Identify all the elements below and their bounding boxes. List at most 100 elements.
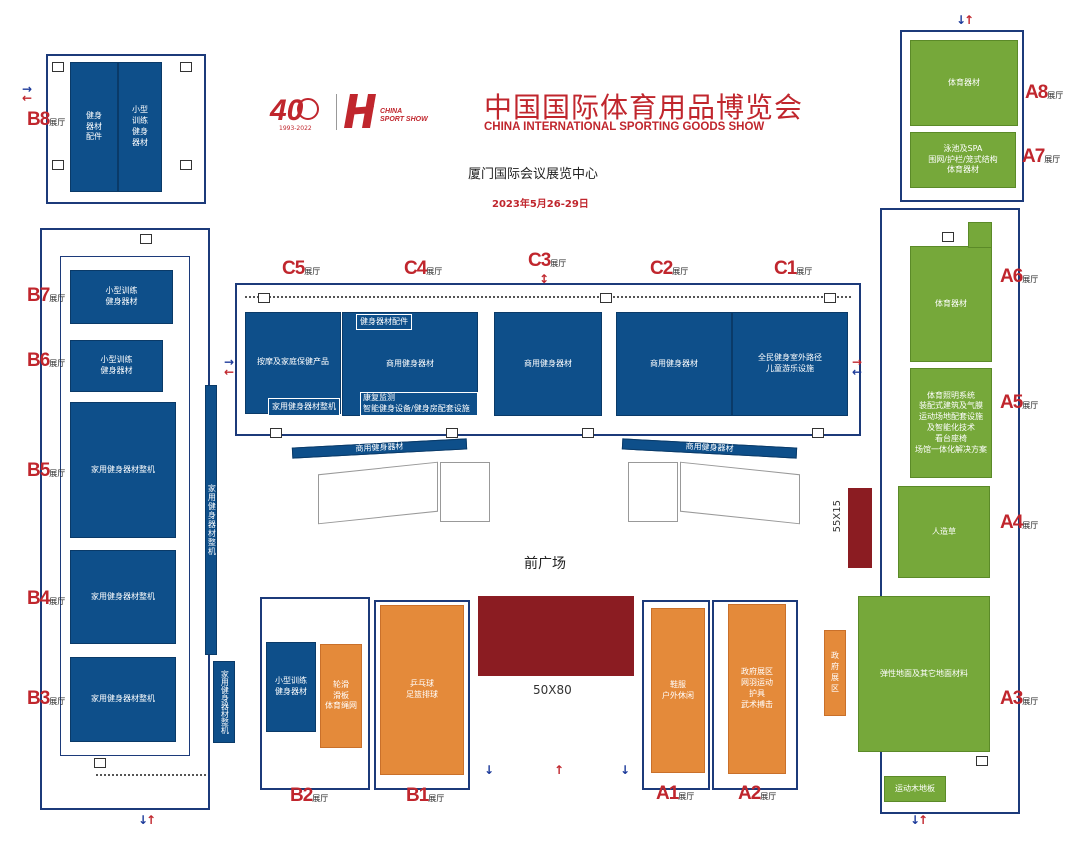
- c3-zone[interactable]: 商用健身器材: [494, 312, 602, 416]
- elevator-icon: [140, 234, 152, 244]
- hall-label-a1[interactable]: A1展厅: [656, 783, 695, 804]
- b5-zone[interactable]: 家用健身器材整机: [70, 402, 176, 538]
- entrance-arrow-b8-in: →: [22, 82, 33, 96]
- c5-home-equipment-zone[interactable]: 家用健身器材整机: [268, 398, 340, 416]
- b-corridor-low-label: 家用健身器材整机: [220, 670, 230, 734]
- b6-zone[interactable]: 小型训练 健身器材: [70, 340, 163, 392]
- elevator-icon: [180, 62, 192, 72]
- a-wing-outline: [880, 208, 1020, 814]
- entrance-arrow-a8-out: ↑: [964, 13, 975, 27]
- a3-wood-floor-zone[interactable]: 运动木地板: [884, 776, 946, 802]
- show-date: 2023年5月26-29日: [492, 199, 589, 210]
- a6-zone[interactable]: 体育器材: [910, 246, 992, 362]
- b2-skating-zone[interactable]: 轮滑 滑板 体育绳网: [320, 644, 362, 748]
- hall-label-c1[interactable]: C1展厅: [774, 258, 813, 279]
- hall-label-b6[interactable]: B6展厅: [27, 350, 66, 371]
- logo-divider: [336, 94, 337, 130]
- c-strip-left[interactable]: 商用健身器材: [291, 438, 468, 459]
- hall-label-a3[interactable]: A3展厅: [1000, 688, 1039, 709]
- elevator-icon: [582, 428, 594, 438]
- hall-label-a4[interactable]: A4展厅: [1000, 512, 1039, 533]
- b3-zone[interactable]: 家用健身器材整机: [70, 657, 176, 742]
- c-left-entry-box: [318, 461, 438, 525]
- hall-label-b7[interactable]: B7展厅: [27, 285, 66, 306]
- hall-label-b3[interactable]: B3展厅: [27, 688, 66, 709]
- a8-building: [900, 30, 1024, 202]
- entrance-arrow-a8-in: ↓: [956, 13, 967, 27]
- hall-label-a6[interactable]: A6展厅: [1000, 266, 1039, 287]
- c2-zone[interactable]: 商用健身器材: [616, 312, 732, 416]
- entrance-arrow-b8-out: ←: [22, 91, 33, 105]
- hall-label-a8[interactable]: A8展厅: [1025, 82, 1064, 103]
- c-right-entry-box2: [628, 462, 678, 522]
- gov-exhibit-zone[interactable]: 政 府 展 区: [824, 630, 846, 716]
- logo-years: 1993-2022: [279, 125, 312, 132]
- b8-zone-accessories[interactable]: 健身 器材 配件: [70, 62, 118, 192]
- outdoor-area-50x80[interactable]: [478, 596, 634, 676]
- hall-label-a7[interactable]: A7展厅: [1022, 146, 1061, 167]
- b4-zone[interactable]: 家用健身器材整机: [70, 550, 176, 644]
- b-corridor-zone[interactable]: 家用健身器材整机: [205, 385, 217, 655]
- a5-zone[interactable]: 体育照明系统 装配式建筑及气膜 运动场地配套设施 及智能化技术 看台座椅 场馆一…: [910, 368, 992, 478]
- hall-label-c4[interactable]: C4展厅: [404, 258, 443, 279]
- b1-zone[interactable]: 乒乓球 足篮排球: [380, 605, 464, 775]
- c4-rehab-zone[interactable]: 康复监测 智能健身设备/健身房配套设施: [360, 392, 478, 416]
- logo-40: 40: [268, 92, 332, 132]
- b7-zone[interactable]: 小型训练 健身器材: [70, 270, 173, 324]
- hall-label-b8[interactable]: B8展厅: [27, 109, 66, 130]
- entrance-arrow-b-bottom-out: ↑: [146, 813, 157, 827]
- c-hall-outline: [235, 283, 861, 436]
- entrance-arrow-c-right-in: ←: [852, 365, 863, 379]
- hall-label-b2[interactable]: B2展厅: [290, 785, 329, 806]
- b8-zone-small-equipment[interactable]: 小型 训练 健身 器材: [118, 62, 162, 192]
- a6-zone-top[interactable]: [968, 222, 992, 248]
- hall-label-b1[interactable]: B1展厅: [406, 785, 445, 806]
- c1-zone[interactable]: 全民健身室外路径 儿童游乐设施: [732, 312, 848, 416]
- a7-zone[interactable]: 泳池及SPA 围网/护栏/笼式结构 体育器材: [910, 132, 1016, 188]
- c-right-entry-box: [680, 461, 800, 525]
- elevator-icon: [52, 62, 64, 72]
- outdoor-area-55x15[interactable]: [848, 488, 872, 568]
- hall-label-c2[interactable]: C2展厅: [650, 258, 689, 279]
- elevator-icon: [976, 756, 988, 766]
- elevator-icon: [258, 293, 270, 303]
- hall-label-b5[interactable]: B5展厅: [27, 460, 66, 481]
- hall-label-a2[interactable]: A2展厅: [738, 783, 777, 804]
- entrance-arrow-a-bottom-out: ↑: [918, 813, 929, 827]
- b-wing-walkway: [96, 774, 206, 776]
- b2-building: [260, 597, 370, 790]
- b1-building: [374, 600, 470, 790]
- c-left-entry-box2: [440, 462, 490, 522]
- elevator-icon: [942, 232, 954, 242]
- page-title: 中国国际体育用品博览会: [484, 91, 804, 124]
- hall-label-a5[interactable]: A5展厅: [1000, 392, 1039, 413]
- page-subtitle-en: CHINA INTERNATIONAL SPORTING GOODS SHOW: [484, 121, 765, 133]
- entrance-arrow-a1-down: ↓: [620, 763, 631, 777]
- a2-zone[interactable]: 政府展区 网羽运动 护具 武术搏击: [728, 604, 786, 774]
- hall-label-c5[interactable]: C5展厅: [282, 258, 321, 279]
- hall-label-b4[interactable]: B4展厅: [27, 588, 66, 609]
- b-corridor-low-zone[interactable]: 家用健身器材整机: [213, 661, 235, 743]
- entrance-arrow-b1-down: ↓: [484, 763, 495, 777]
- elevator-icon: [52, 160, 64, 170]
- c-strip-right[interactable]: 商用健身器材: [621, 438, 798, 459]
- entrance-arrow-c-left-in: →: [224, 355, 235, 369]
- b-corridor-label: 家用健身器材整机: [207, 484, 217, 556]
- elevator-icon: [94, 758, 106, 768]
- a3-zone[interactable]: 弹性地面及其它地面材料: [858, 596, 990, 752]
- b2-small-equipment-zone[interactable]: 小型训练 健身器材: [266, 642, 316, 732]
- c4-accessories-zone[interactable]: 健身器材配件: [356, 314, 412, 330]
- a1-zone[interactable]: 鞋服 户外休闲: [651, 608, 705, 773]
- a2-building: [712, 600, 798, 790]
- a8-zone[interactable]: 体育器材: [910, 40, 1018, 126]
- entrance-arrow-a-bottom-in: ↓: [910, 813, 921, 827]
- hall-label-c3[interactable]: C3展厅: [528, 250, 567, 271]
- entrance-arrow-c3: ↕: [539, 272, 550, 286]
- entrance-arrow-plaza: ↑: [554, 763, 565, 777]
- entrance-arrow-c-right-out: →: [852, 355, 863, 369]
- outdoor-area-55x15-label: 55X15: [832, 500, 843, 533]
- b-wing-inner: [60, 256, 190, 756]
- entrance-arrow-b-bottom-in: ↓: [138, 813, 149, 827]
- b8-building: [46, 54, 206, 204]
- a4-zone[interactable]: 人造草: [898, 486, 990, 578]
